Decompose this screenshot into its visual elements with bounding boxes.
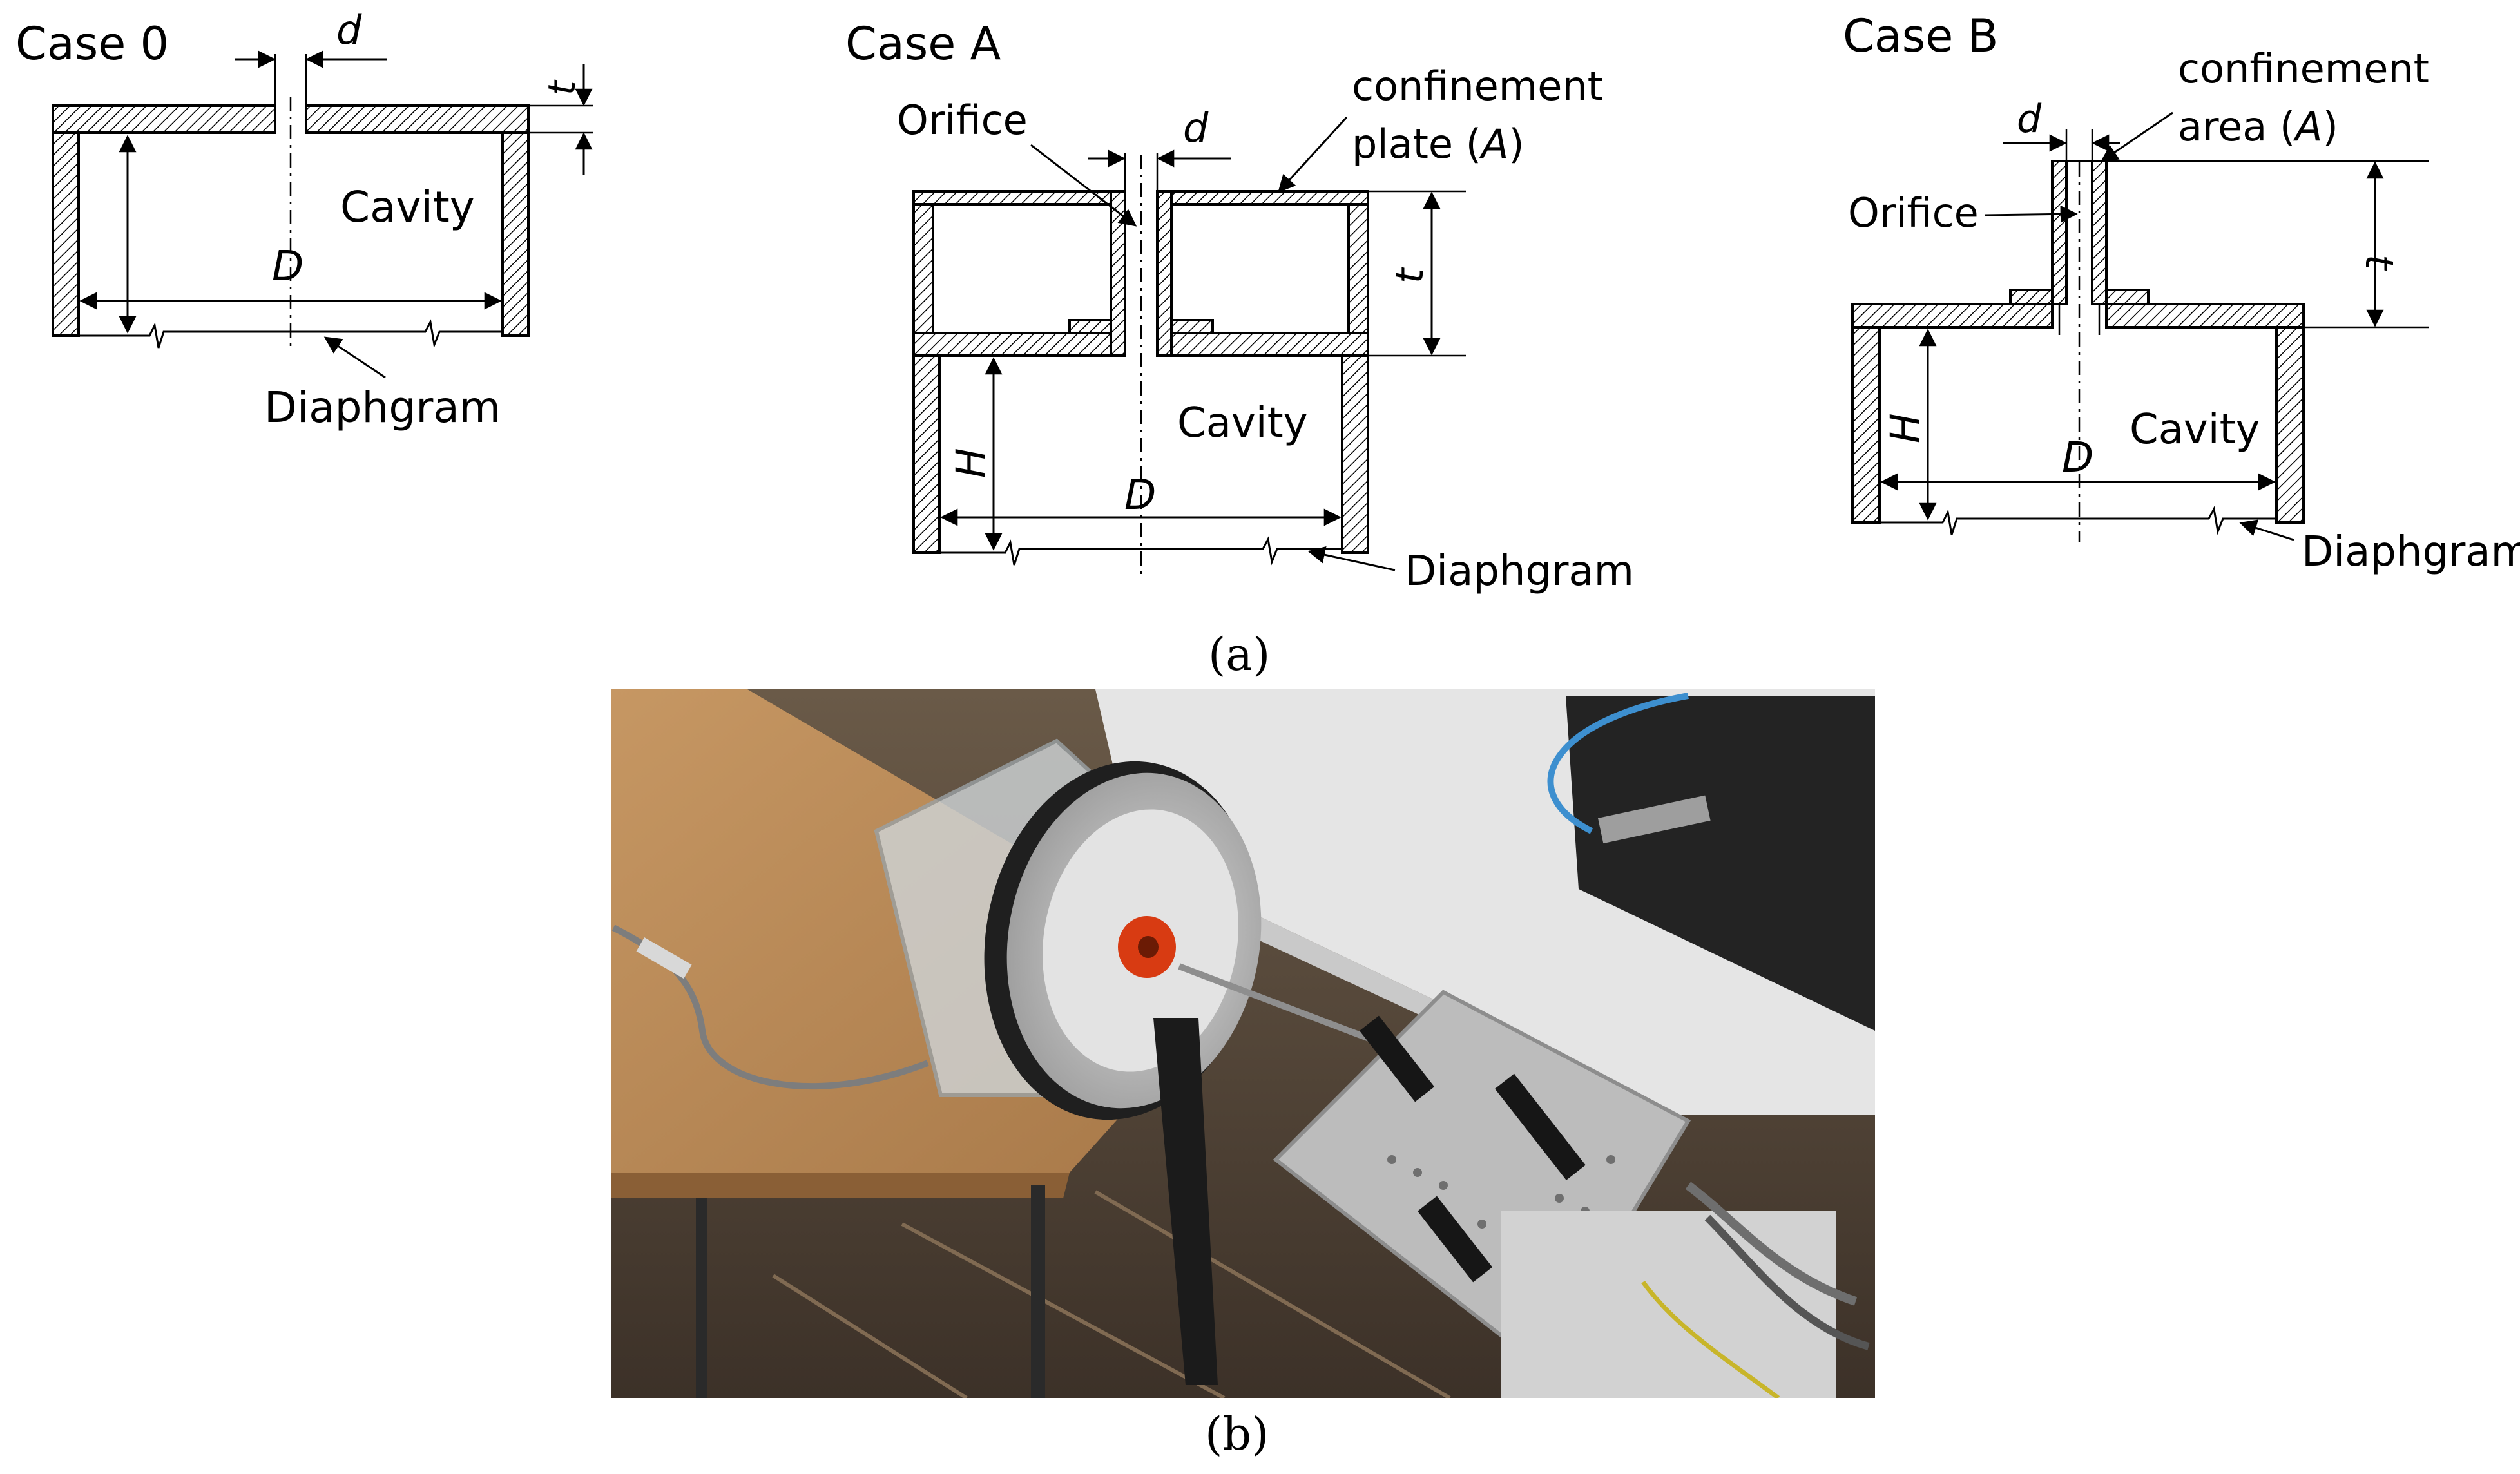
case-b-area-label-line1: confinement [2178,45,2429,92]
case-a-cavity-walls [912,332,1369,554]
case-b-cavity-label: Cavity [2130,406,2260,454]
case-b-diaphragm-line [1880,506,2276,535]
case-b-d-label: d [2017,97,2042,142]
case-b-cavity-walls [1851,303,2305,524]
case-b-diagram: Case B d confinement area (A) [1843,10,2520,576]
case-a-d-label: d [1183,104,1209,151]
case-a-diagram: Case A d Orifi [845,17,1634,595]
panel-a-caption: (a) [1208,628,1270,681]
case-0-diaphragm-label: Diaphgram [264,383,501,432]
case-b-orifice-label: Orifice [1848,189,1979,236]
experimental-setup-photo [611,689,1875,1398]
case-b-area-label-line2: area (A) [2178,103,2338,150]
case-a-orifice-neck [1068,190,1214,357]
case-0-thickness-dimension: t [530,64,593,175]
case-a-thickness-dimension: t [1369,190,1466,357]
case-a-cavity-height-dimension: H [947,357,1003,551]
case-a-orifice-diameter-dimension: d [1088,104,1231,168]
case-b-orifice-neck [2009,160,2150,305]
case-0-cavity-label: Cavity [340,182,475,232]
case-a-diaphragm-label: Diaphgram [1405,548,1634,595]
case-0-cavity-walls [52,104,530,337]
case-b-cavity-diameter-dimension: D [1880,434,2276,491]
case-a-t-label: t [1387,267,1432,283]
case-b-t-label: t [2356,254,2401,271]
case-a-D-label: D [1124,472,1156,519]
case-b-D-label: D [2062,434,2093,482]
case-b-title: Case B [1843,10,1999,62]
case-a-plate-label-line2: plate (A) [1352,120,1525,168]
case-0-cavity-diameter-dimension: D [79,243,502,310]
case-a-orifice-label: Orifice [897,97,1028,144]
case-a-H-label: H [947,448,994,478]
case-0-d-label: d [336,6,362,53]
case-0-diaphragm-line [79,319,503,349]
case-0-title: Case 0 [15,17,169,70]
case-0-t-label: t [540,79,584,95]
panel-b-caption: (b) [1205,1408,1269,1460]
case-0-orifice-diameter-dimension: d [235,6,387,68]
case-a-diaphragm-line [939,536,1342,566]
case-a-title: Case A [845,17,1001,70]
case-a-plate-label-line1: confinement [1352,62,1603,110]
case-0-diagram: Case 0 d t D [15,6,593,432]
case-b-cavity-height-dimension: H [1881,329,1937,521]
case-b-diaphragm-label: Diaphgram [2302,528,2520,576]
case-b-H-label: H [1881,413,1928,443]
case-a-cavity-diameter-dimension: D [940,472,1342,526]
case-0-D-label: D [272,243,303,291]
case-b-thickness-dimension: t [2108,160,2429,329]
case-b-orifice-diameter-dimension: d [2003,97,2120,152]
case-a-cavity-label: Cavity [1177,399,1308,447]
